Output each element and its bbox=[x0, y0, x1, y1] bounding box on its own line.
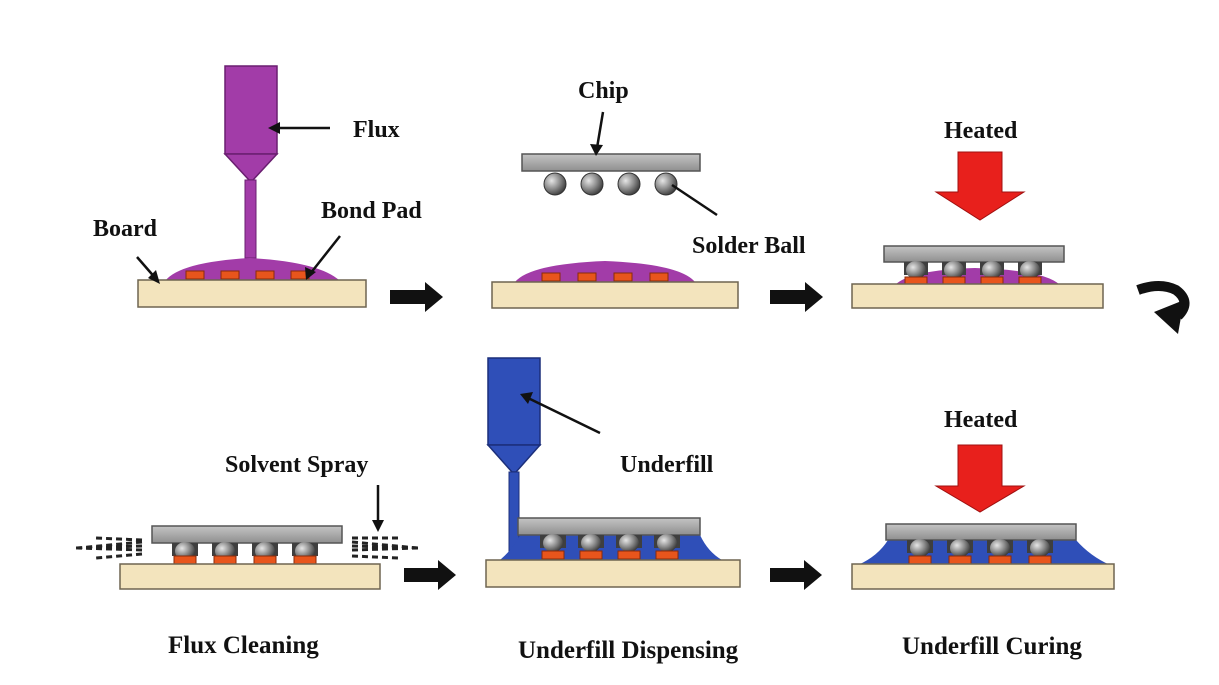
underfill-leader bbox=[527, 396, 601, 435]
bond-pads bbox=[541, 272, 669, 282]
step-reflow-heating: Heated bbox=[851, 118, 1104, 309]
step-chip-placement: Chip Solder Ball bbox=[491, 78, 806, 309]
label-solvent-spray: Solvent Spray bbox=[225, 452, 368, 478]
step-flux-cleaning: Solvent Spray bbox=[73, 452, 421, 590]
bond-pad-leader bbox=[309, 235, 341, 275]
label-heated-top: Heated bbox=[944, 118, 1018, 144]
flow-arrow-4 bbox=[770, 560, 822, 590]
label-heated-bottom: Heated bbox=[944, 407, 1018, 433]
step-flux-application: Flux Board Bond Pad bbox=[93, 65, 422, 308]
caption-flux-cleaning: Flux Cleaning bbox=[168, 632, 319, 659]
flow-arrow-2 bbox=[770, 282, 823, 312]
solder-joints bbox=[904, 261, 1042, 285]
chip-leader bbox=[595, 111, 605, 149]
heat-arrow-icon bbox=[934, 151, 1026, 221]
spray-left-icon bbox=[73, 536, 143, 560]
solder-ball-leader bbox=[671, 183, 718, 217]
board bbox=[851, 563, 1115, 590]
label-solder-ball: Solder Ball bbox=[692, 233, 806, 259]
chip bbox=[517, 517, 701, 536]
solder-balls bbox=[543, 172, 678, 196]
spray-right-icon bbox=[351, 536, 421, 560]
caption-underfill-dispensing: Underfill Dispensing bbox=[518, 637, 739, 664]
heat-arrow-icon bbox=[934, 444, 1026, 513]
label-underfill: Underfill bbox=[620, 452, 714, 478]
bond-pads bbox=[185, 270, 310, 280]
board bbox=[119, 563, 381, 590]
step-underfill-curing: Heated bbox=[851, 407, 1115, 590]
label-board: Board bbox=[93, 216, 158, 242]
flow-arrow-1 bbox=[390, 282, 443, 312]
chip bbox=[885, 523, 1077, 541]
underfill-fill bbox=[500, 535, 722, 560]
solder-joints bbox=[907, 539, 1053, 565]
return-arrow-icon bbox=[1136, 281, 1190, 334]
board bbox=[485, 559, 741, 588]
chip bbox=[151, 525, 343, 544]
caption-underfill-curing: Underfill Curing bbox=[902, 633, 1082, 660]
label-bond-pad: Bond Pad bbox=[321, 198, 422, 224]
chip bbox=[521, 153, 701, 172]
label-flux: Flux bbox=[353, 117, 400, 143]
step-underfill-dispensing: Underfill bbox=[485, 357, 741, 588]
board bbox=[137, 279, 367, 308]
board bbox=[491, 281, 739, 309]
label-chip: Chip bbox=[578, 78, 629, 104]
flux-dispenser bbox=[223, 65, 279, 259]
flow-arrow-3 bbox=[404, 560, 456, 590]
board bbox=[851, 283, 1104, 309]
underfill-fill bbox=[858, 540, 1110, 565]
solder-joints bbox=[540, 534, 680, 560]
chip bbox=[883, 245, 1065, 263]
solder-joints bbox=[172, 542, 318, 565]
